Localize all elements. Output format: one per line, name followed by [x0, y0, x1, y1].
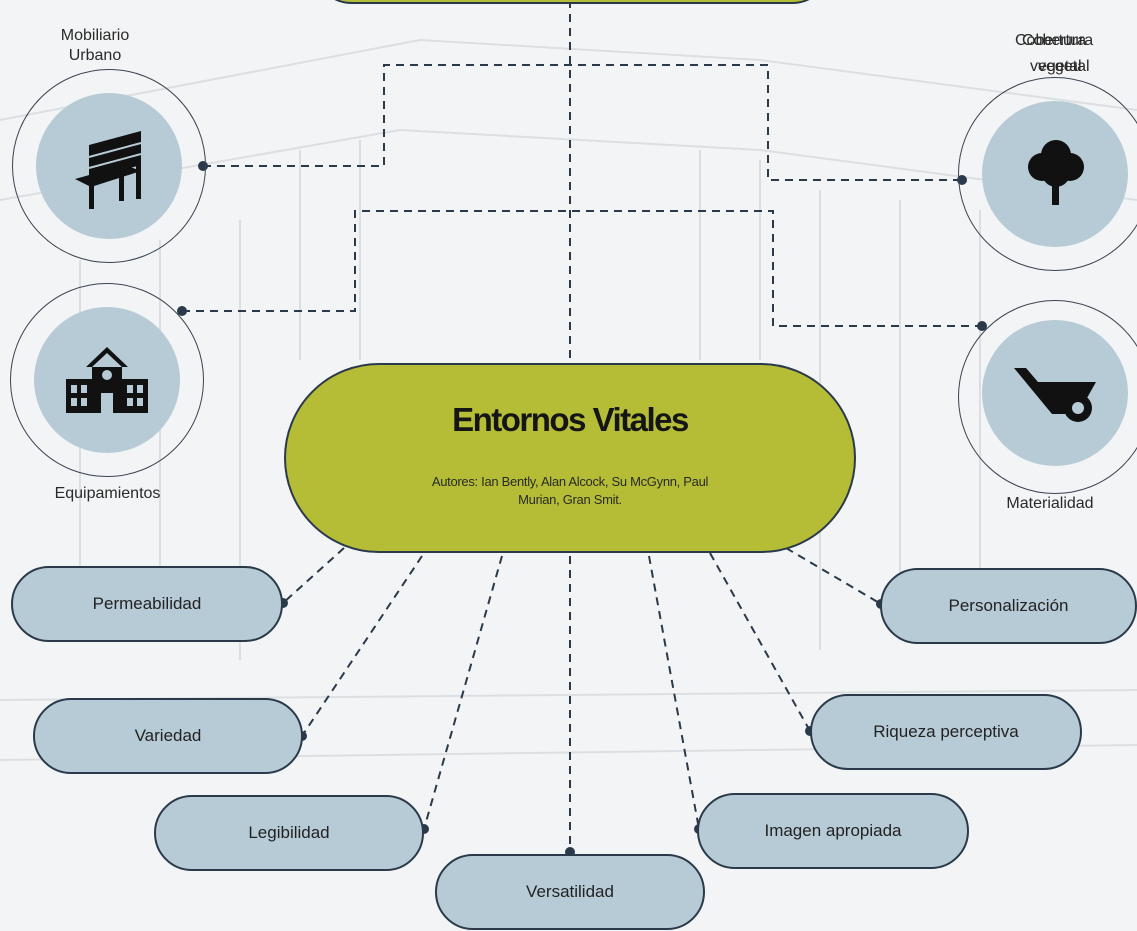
equipamientos-disk [34, 307, 180, 453]
equipamientos-label: Equipamientos [54, 485, 161, 502]
pill-riqueza-perceptiva: Riqueza perceptiva [810, 694, 1082, 770]
cobertura-label: Cobertura Cobertura vegetal vegetal [990, 31, 1120, 83]
pill-versatilidad: Versatilidad [435, 854, 705, 930]
materialidad-label: Materialidad [1006, 495, 1094, 512]
cobertura-label-a1: Cobertura [1015, 32, 1087, 49]
central-node: Entornos Vitales Autores: Ian Bently, Al… [284, 363, 856, 553]
tree-icon [1028, 140, 1084, 205]
pill-personalizacion: Personalización [880, 568, 1137, 644]
mobiliario-label-line2: Urbano [68, 47, 122, 64]
mobiliario-disk [36, 93, 182, 239]
central-subtitle: Autores: Ian Bently, Alan Alcock, Su McG… [431, 474, 709, 507]
pill-permeabilidad: Permeabilidad [11, 566, 283, 642]
central-title: Entornos Vitales [452, 401, 689, 438]
cobertura-label-line1: Cobertura Cobertura [1005, 31, 1105, 51]
wheelbarrow-icon [1014, 368, 1096, 422]
materialidad-ring [958, 300, 1137, 494]
mobiliario-label-line1: Mobiliario [60, 27, 130, 44]
mobiliario-ring [12, 69, 206, 263]
cobertura-label-b2: vegetal [1038, 58, 1090, 75]
equipamientos-ring [10, 283, 204, 477]
cobertura-disk [982, 101, 1128, 247]
mobiliario-label: Mobiliario Urbano [40, 26, 150, 66]
school-building-icon [66, 347, 148, 413]
cobertura-ring [958, 77, 1137, 271]
materialidad-disk [982, 320, 1128, 466]
cobertura-label-line2: vegetal vegetal [1005, 57, 1105, 77]
cobertura-label-b1: Cobertura [1022, 32, 1094, 49]
pill-imagen-apropiada: Imagen apropiada [697, 793, 969, 869]
top-node [312, 0, 832, 4]
pill-legibilidad: Legibilidad [154, 795, 424, 871]
bench-icon [75, 131, 142, 209]
pill-variedad: Variedad [33, 698, 303, 774]
cobertura-label-a2: vegetal [1030, 58, 1082, 75]
